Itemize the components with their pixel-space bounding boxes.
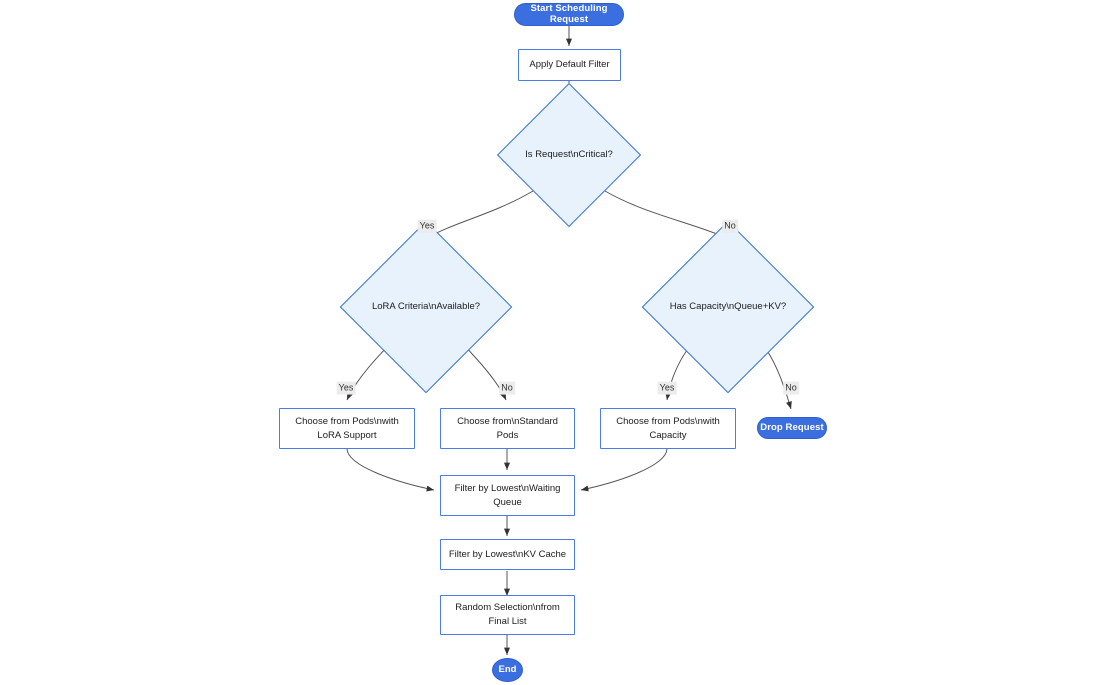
- edge-label-capacity-yes: Yes: [657, 381, 677, 395]
- node-has-capacity[interactable]: Has Capacity\nQueue+KV?: [641, 220, 815, 394]
- node-choose-capacity-pods-line1: Choose from Pods\nwith: [616, 415, 720, 427]
- node-is-request-critical[interactable]: Is Request\nCritical?: [496, 82, 642, 228]
- node-filter-waiting-queue[interactable]: Filter by Lowest\nWaiting Queue: [440, 475, 575, 516]
- edge-label-capacity-no: No: [783, 381, 799, 395]
- edge-label-lora-no: No: [499, 381, 515, 395]
- edge-label-text: No: [785, 382, 797, 393]
- edge-label-text: No: [724, 220, 736, 231]
- node-start-label: Start Scheduling Request: [530, 3, 608, 25]
- node-drop-request-label: Drop Request: [760, 421, 824, 433]
- node-choose-lora-pods-line1: Choose from Pods\nwith: [295, 415, 399, 427]
- node-choose-capacity-pods-line2: Capacity: [649, 429, 687, 441]
- node-random-selection-line1: Random Selection\nfrom: [455, 602, 560, 614]
- node-apply-default-filter-label: Apply Default Filter: [529, 59, 610, 71]
- node-start[interactable]: Start Scheduling Request: [514, 3, 624, 26]
- edge-label-critical-no: No: [722, 219, 738, 233]
- edge-label-lora-yes: Yes: [336, 381, 356, 395]
- edge-label-text: Yes: [338, 382, 354, 393]
- node-end-label: End: [498, 663, 517, 675]
- edge-lora-pods-to-waiting-queue: [346, 448, 435, 492]
- node-filter-kv-cache[interactable]: Filter by Lowest\nKV Cache: [440, 539, 575, 570]
- node-filter-waiting-queue-line2: Queue: [493, 496, 522, 508]
- node-choose-standard-pods-line2: Pods: [496, 429, 519, 441]
- node-random-selection[interactable]: Random Selection\nfrom Final List: [440, 595, 575, 635]
- edge-label-text: Yes: [419, 220, 435, 231]
- edge-critical-no-to-capacity: [604, 190, 728, 239]
- node-is-request-critical-label: Is Request\nCritical?: [525, 149, 613, 161]
- node-choose-standard-pods[interactable]: Choose from\nStandard Pods: [440, 408, 575, 449]
- edge-label-critical-yes: Yes: [417, 219, 437, 233]
- node-choose-capacity-pods[interactable]: Choose from Pods\nwith Capacity: [600, 408, 736, 449]
- node-choose-lora-pods-line2: LoRA Support: [317, 429, 377, 441]
- node-choose-standard-pods-line1: Choose from\nStandard: [457, 415, 558, 427]
- edge-capacity-pods-to-waiting-queue: [580, 448, 668, 492]
- node-random-selection-line2: Final List: [488, 616, 527, 627]
- node-lora-criteria-available-label: LoRA Criteria\nAvailable?: [371, 301, 481, 313]
- edge-label-text: Yes: [659, 382, 675, 393]
- node-filter-waiting-queue-line1: Filter by Lowest\nWaiting: [454, 482, 561, 494]
- node-drop-request[interactable]: Drop Request: [757, 417, 827, 439]
- node-has-capacity-label: Has Capacity\nQueue+KV?: [669, 301, 787, 313]
- node-filter-kv-cache-label: Filter by Lowest\nKV Cache: [448, 548, 567, 560]
- node-apply-default-filter[interactable]: Apply Default Filter: [518, 49, 621, 81]
- node-lora-criteria-available[interactable]: LoRA Criteria\nAvailable?: [339, 220, 513, 394]
- node-end[interactable]: End: [492, 658, 523, 682]
- node-choose-lora-pods[interactable]: Choose from Pods\nwith LoRA Support: [279, 408, 415, 449]
- edge-label-text: No: [501, 382, 513, 393]
